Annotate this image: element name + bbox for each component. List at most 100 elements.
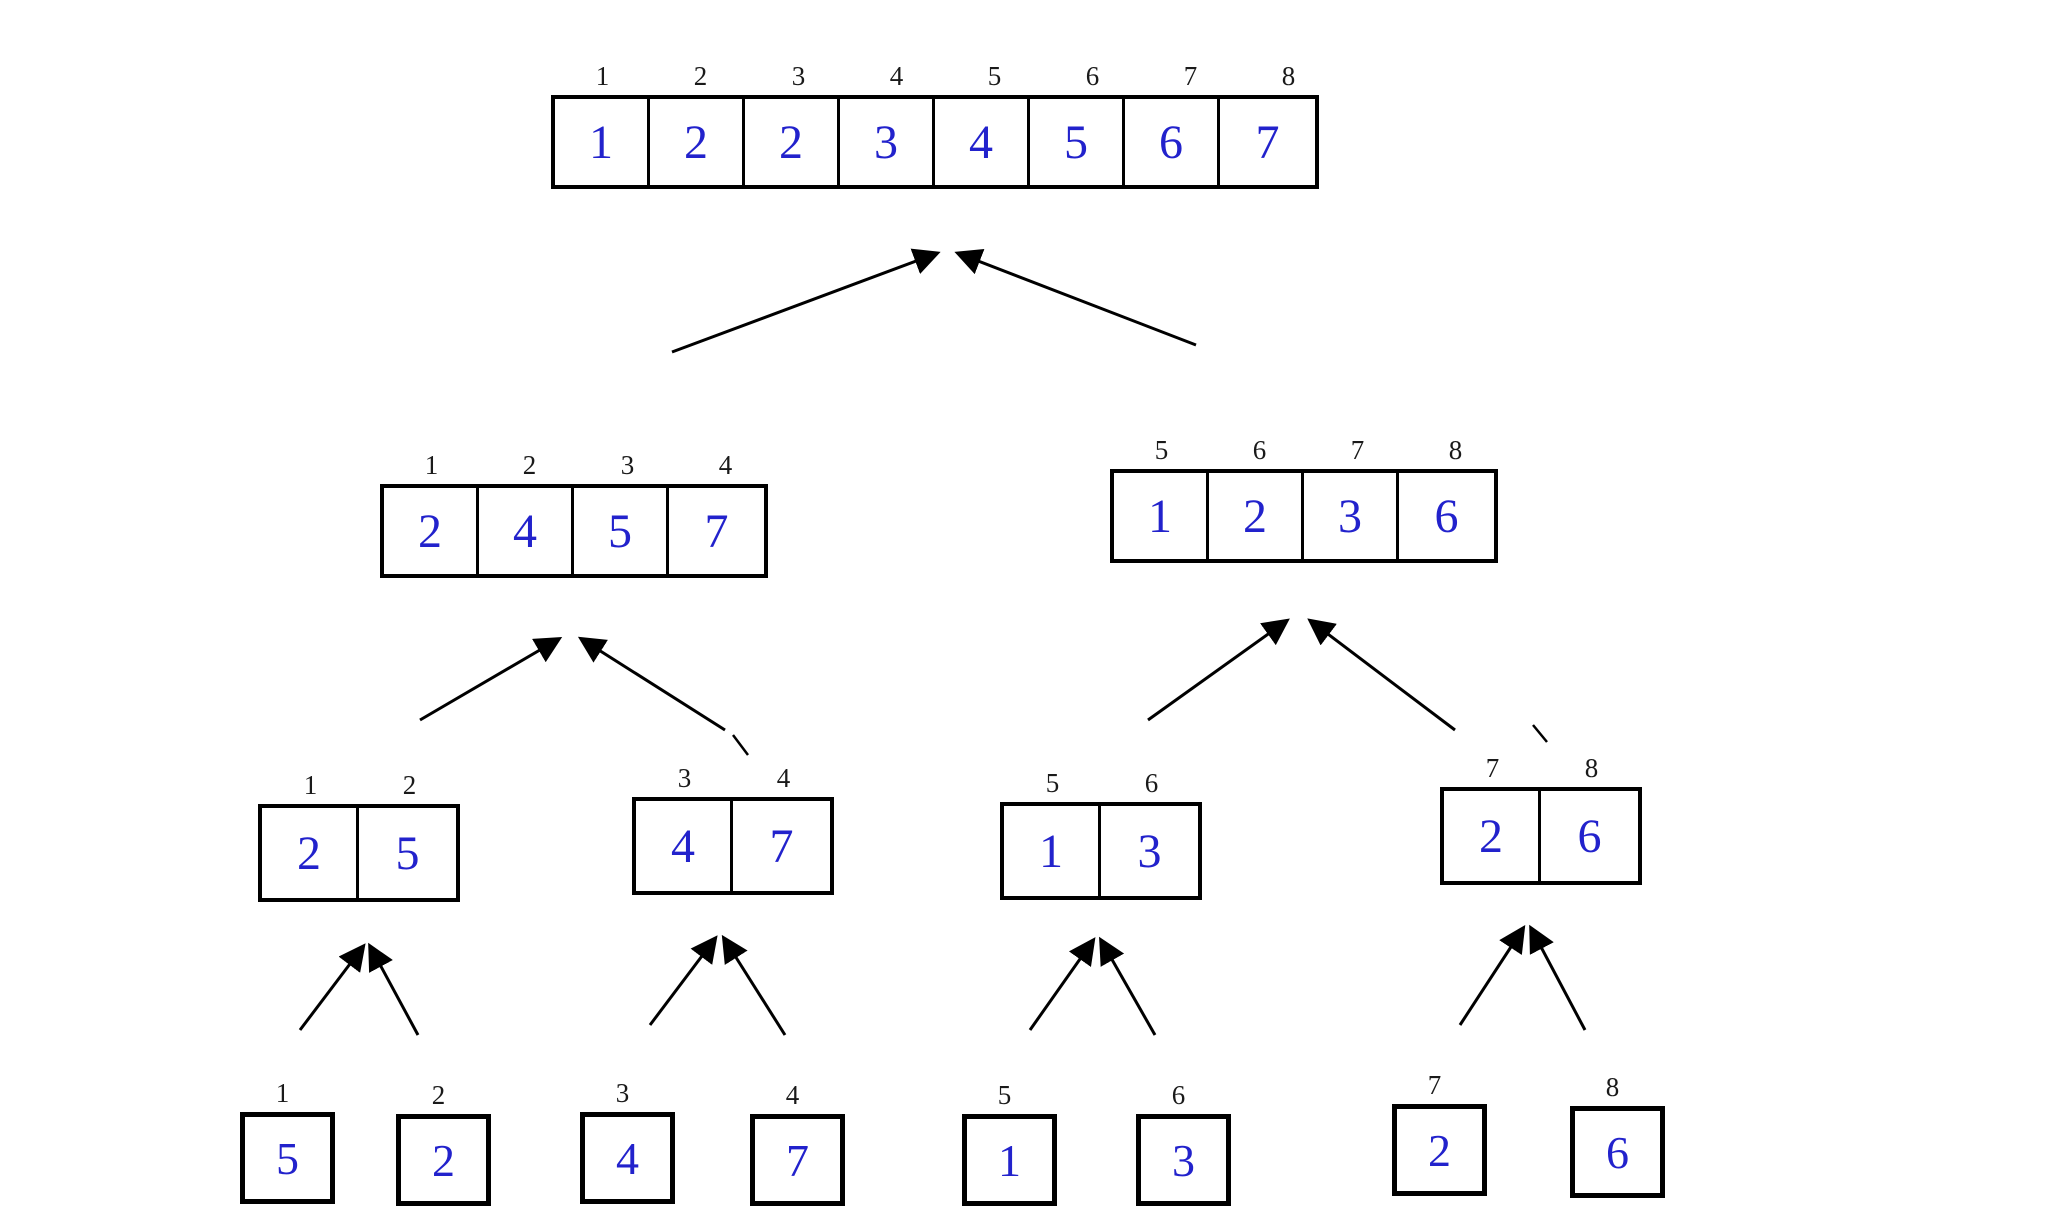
stray-mark-1 — [732, 734, 749, 756]
index-label: 2 — [693, 61, 708, 91]
array-cell: 2 — [262, 808, 359, 898]
index-label: 7 — [1427, 1070, 1442, 1100]
index-label: 4 — [889, 61, 904, 91]
array-cell: 4 — [935, 99, 1030, 185]
leaf-8-cells: 6 — [1570, 1106, 1665, 1198]
index-label: 6 — [1144, 768, 1159, 798]
index-label: 8 — [1281, 61, 1296, 91]
index-label: 6 — [1085, 61, 1100, 91]
leaf-5-index-row: 5 — [962, 1080, 1057, 1114]
arrow-pair1-to-left-half — [419, 636, 563, 722]
leaf-2-cells: 2 — [396, 1114, 491, 1206]
array-cell: 6 — [1575, 1111, 1660, 1193]
leaf-8-index-row: 8 — [1570, 1072, 1665, 1106]
arrow-leaf6-to-pair3 — [1099, 936, 1157, 1036]
arrow-right-half-to-root — [954, 248, 1197, 347]
index-label: 1 — [275, 1078, 290, 1108]
index-label: 4 — [785, 1080, 800, 1110]
leaf-7-index-row: 7 — [1392, 1070, 1487, 1104]
index-label: 7 — [1183, 61, 1198, 91]
leaf-box-3: 3 4 — [580, 1078, 675, 1204]
leaf-box-5: 5 1 — [962, 1080, 1057, 1206]
pair-array-3: 5 6 1 3 — [1000, 768, 1202, 900]
arrow-pair4-to-right-half — [1307, 618, 1456, 732]
index-label: 7 — [1485, 753, 1500, 783]
leaf-7-cells: 2 — [1392, 1104, 1487, 1196]
stray-mark-2 — [1532, 724, 1548, 743]
array-cell: 1 — [967, 1119, 1052, 1201]
arrow-leaf7-to-pair4 — [1458, 924, 1526, 1026]
leaf-5-cells: 1 — [962, 1114, 1057, 1206]
array-cell: 2 — [401, 1119, 486, 1201]
index-label: 3 — [791, 61, 806, 91]
array-cell: 1 — [1114, 473, 1209, 559]
index-label: 5 — [987, 61, 1002, 91]
leaf-3-index-row: 3 — [580, 1078, 675, 1112]
arrow-leaf5-to-pair3 — [1028, 937, 1096, 1031]
root-array-index-row: 1 2 3 4 5 6 7 8 — [551, 61, 1319, 95]
array-cell: 2 — [1397, 1109, 1482, 1191]
array-cell: 6 — [1125, 99, 1220, 185]
leaf-4-cells: 7 — [750, 1114, 845, 1206]
array-cell: 5 — [245, 1117, 330, 1199]
leaf-box-7: 7 2 — [1392, 1070, 1487, 1196]
index-label: 5 — [1045, 768, 1060, 798]
leaf-box-8: 8 6 — [1570, 1072, 1665, 1198]
index-label: 4 — [718, 450, 733, 480]
array-cell: 4 — [479, 488, 574, 574]
pair-2-index-row: 3 4 — [632, 763, 834, 797]
array-cell: 6 — [1541, 791, 1638, 881]
leaf-box-1: 1 5 — [240, 1078, 335, 1204]
pair-3-cells: 1 3 — [1000, 802, 1202, 900]
array-cell: 3 — [840, 99, 935, 185]
index-label: 6 — [1171, 1080, 1186, 1110]
array-cell: 2 — [1209, 473, 1304, 559]
index-label: 2 — [402, 770, 417, 800]
pair-3-index-row: 5 6 — [1000, 768, 1202, 802]
index-label: 2 — [522, 450, 537, 480]
index-label: 3 — [677, 763, 692, 793]
pair-4-cells: 2 6 — [1440, 787, 1642, 885]
index-label: 3 — [615, 1078, 630, 1108]
right-half-cells: 1 2 3 6 — [1110, 469, 1498, 563]
leaf-6-index-row: 6 — [1136, 1080, 1231, 1114]
root-array: 1 2 3 4 5 6 7 8 1 2 2 3 4 5 6 7 — [551, 61, 1319, 189]
leaf-6-cells: 3 — [1136, 1114, 1231, 1206]
index-label: 8 — [1605, 1072, 1620, 1102]
array-cell: 2 — [650, 99, 745, 185]
array-cell: 1 — [1004, 806, 1101, 896]
array-cell: 5 — [359, 808, 456, 898]
array-cell: 3 — [1304, 473, 1399, 559]
index-label: 5 — [997, 1080, 1012, 1110]
leaf-3-cells: 4 — [580, 1112, 675, 1204]
array-cell: 2 — [1444, 791, 1541, 881]
array-cell: 5 — [574, 488, 669, 574]
pair-array-4: 7 8 2 6 — [1440, 753, 1642, 885]
left-half-index-row: 1 2 3 4 — [380, 450, 768, 484]
index-label: 5 — [1154, 435, 1169, 465]
array-cell: 5 — [1030, 99, 1125, 185]
leaf-1-cells: 5 — [240, 1112, 335, 1204]
arrow-leaf8-to-pair4 — [1529, 924, 1587, 1031]
arrow-leaf2-to-pair1 — [368, 942, 420, 1036]
index-label: 1 — [303, 770, 318, 800]
array-cell: 3 — [1101, 806, 1198, 896]
pair-array-2: 3 4 4 7 — [632, 763, 834, 895]
array-cell: 3 — [1141, 1119, 1226, 1201]
arrow-left-half-to-root — [671, 248, 941, 354]
arrow-leaf3-to-pair2 — [648, 935, 718, 1026]
index-label: 4 — [776, 763, 791, 793]
array-cell: 7 — [733, 801, 830, 891]
left-half-cells: 2 4 5 7 — [380, 484, 768, 578]
leaf-1-index-row: 1 — [240, 1078, 335, 1112]
root-array-cells: 1 2 2 3 4 5 6 7 — [551, 95, 1319, 189]
array-cell: 7 — [669, 488, 764, 574]
leaf-4-index-row: 4 — [750, 1080, 845, 1114]
index-label: 1 — [595, 61, 610, 91]
right-half-array: 5 6 7 8 1 2 3 6 — [1110, 435, 1498, 563]
pair-2-cells: 4 7 — [632, 797, 834, 895]
array-cell: 1 — [555, 99, 650, 185]
array-cell: 2 — [745, 99, 840, 185]
array-cell: 2 — [384, 488, 479, 574]
